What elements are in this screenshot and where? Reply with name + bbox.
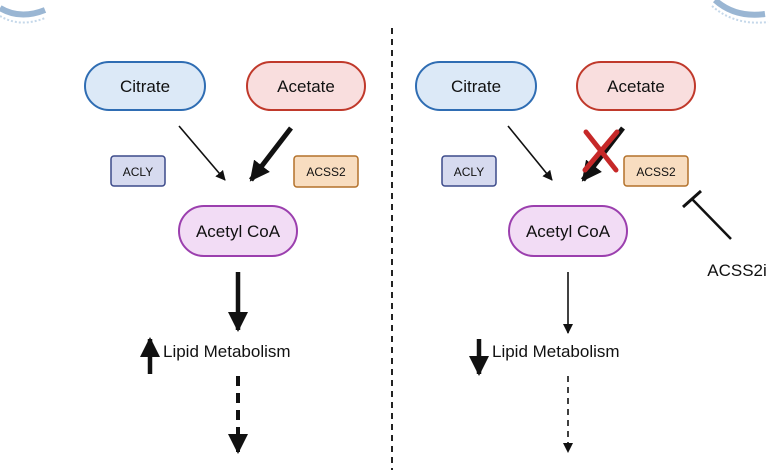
acetylcoa-label: Acetyl CoA — [526, 222, 611, 241]
right-panel: Citrate Acetate ACLY ACSS2 ACSS2i Acetyl… — [415, 61, 767, 453]
membrane-right-icon — [711, 0, 769, 24]
acly-enzyme — [110, 155, 166, 187]
acetylcoa-node — [508, 205, 628, 257]
acly-label: ACLY — [123, 165, 153, 179]
acetylcoa-label: Acetyl CoA — [196, 222, 281, 241]
acly-enzyme — [441, 155, 497, 187]
citrate-label: Citrate — [451, 77, 501, 96]
citrate-to-acetylcoa-arrow — [507, 125, 553, 181]
acss2-label: ACSS2 — [636, 165, 676, 179]
acss2-label: ACSS2 — [306, 165, 346, 179]
citrate-node — [84, 61, 206, 111]
t-bar-inhibition-icon — [682, 189, 732, 240]
acetylcoa-node — [178, 205, 298, 257]
acss2-enzyme — [623, 155, 689, 187]
citrate-node — [415, 61, 537, 111]
lipid-metabolism-label: Lipid Metabolism — [492, 342, 620, 361]
acetate-to-acetylcoa-arrow — [249, 126, 293, 182]
membrane-left-icon — [0, 5, 47, 24]
acss2i-label: ACSS2i — [707, 261, 767, 280]
lipid-metabolism-label: Lipid Metabolism — [163, 342, 291, 361]
acetate-node — [576, 61, 696, 111]
citrate-to-acetylcoa-arrow — [178, 125, 226, 181]
citrate-label: Citrate — [120, 77, 170, 96]
acetate-label: Acetate — [607, 77, 665, 96]
acetate-node — [246, 61, 366, 111]
acss2-enzyme — [293, 155, 359, 188]
left-panel: Citrate Acetate ACLY ACSS2 Acetyl CoA Li… — [84, 61, 366, 454]
red-x-icon — [582, 129, 620, 173]
acetate-label: Acetate — [277, 77, 335, 96]
acly-label: ACLY — [454, 165, 484, 179]
